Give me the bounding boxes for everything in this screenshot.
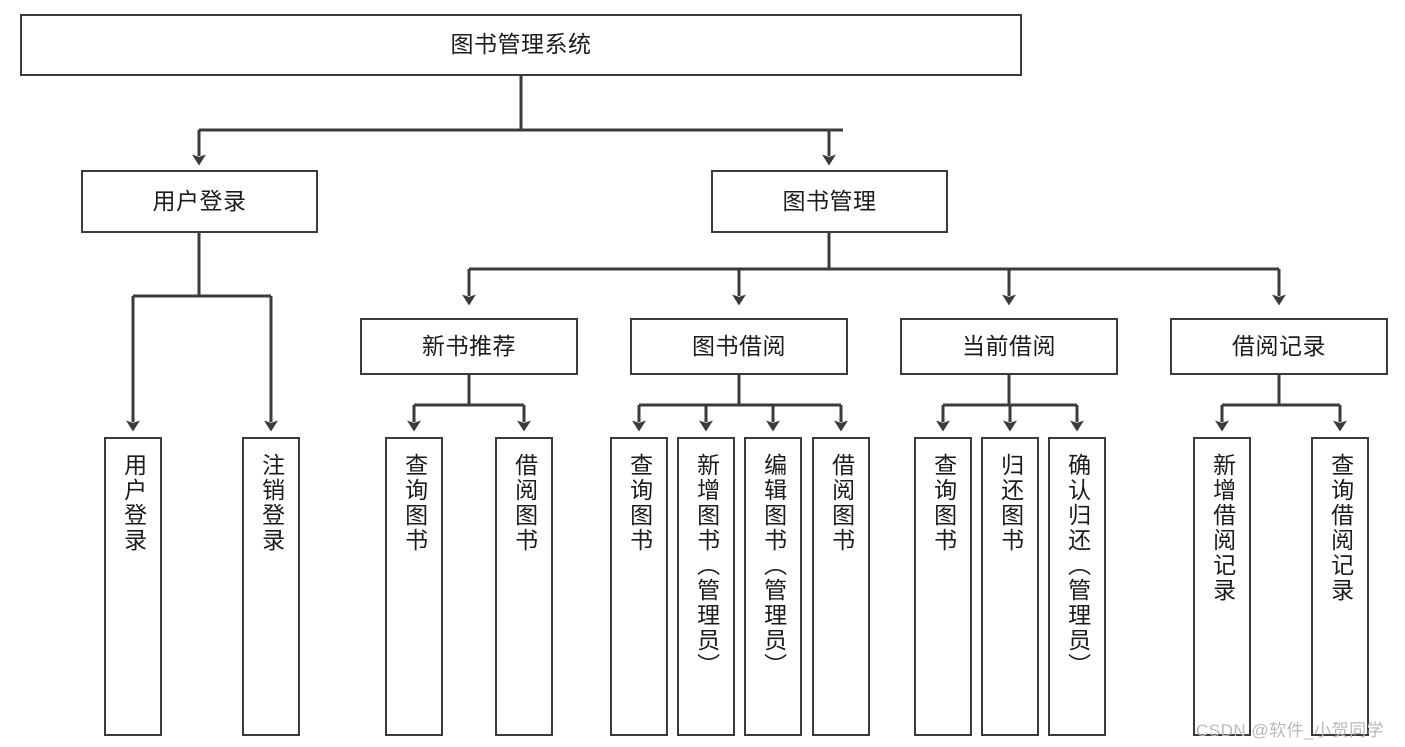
node-label: 借阅记录 xyxy=(1232,332,1326,359)
node-label: 借阅图书 xyxy=(511,453,538,553)
node-label: 图书管理 xyxy=(782,187,877,214)
leaf-add-borrow-record[interactable]: 新增借阅记录 xyxy=(1193,437,1251,736)
leaf-logout[interactable]: 注销登录 xyxy=(242,437,300,736)
node-book-management[interactable]: 图书管理 xyxy=(711,170,948,233)
node-label: 借阅图书 xyxy=(828,453,855,553)
node-label: 归还图书 xyxy=(997,453,1024,553)
leaf-query-books-current[interactable]: 查询图书 xyxy=(914,437,972,736)
node-current-borrowing[interactable]: 当前借阅 xyxy=(900,318,1118,375)
leaf-query-borrow-record[interactable]: 查询借阅记录 xyxy=(1311,437,1369,736)
node-root-library-management-system[interactable]: 图书管理系统 xyxy=(20,14,1022,76)
node-label: 查询借阅记录 xyxy=(1327,453,1354,603)
leaf-borrow-books[interactable]: 借阅图书 xyxy=(812,437,870,736)
node-user-login[interactable]: 用户登录 xyxy=(81,170,318,233)
leaf-user-login[interactable]: 用户登录 xyxy=(104,437,162,736)
leaf-confirm-return-admin[interactable]: 确认归还（管理员） xyxy=(1048,437,1106,736)
node-label: 编辑图书（管理员） xyxy=(760,453,787,678)
leaf-query-books-recommend[interactable]: 查询图书 xyxy=(385,437,443,736)
node-label: 图书借阅 xyxy=(692,332,786,359)
node-label: 当前借阅 xyxy=(962,332,1056,359)
node-new-book-recommendation[interactable]: 新书推荐 xyxy=(360,318,578,375)
leaf-add-book-admin[interactable]: 新增图书（管理员） xyxy=(677,437,735,736)
node-label: 新增借阅记录 xyxy=(1209,453,1236,603)
node-label: 查询图书 xyxy=(626,453,653,553)
node-label: 注销登录 xyxy=(258,453,285,553)
node-label: 新书推荐 xyxy=(422,332,516,359)
node-label: 新增图书（管理员） xyxy=(693,453,720,678)
node-label: 图书管理系统 xyxy=(450,31,592,58)
node-label: 用户登录 xyxy=(152,187,247,214)
node-label: 查询图书 xyxy=(401,453,428,553)
node-label: 查询图书 xyxy=(930,453,957,553)
leaf-query-books-borrow[interactable]: 查询图书 xyxy=(610,437,668,736)
leaf-return-books[interactable]: 归还图书 xyxy=(981,437,1039,736)
leaf-edit-book-admin[interactable]: 编辑图书（管理员） xyxy=(744,437,802,736)
node-label: 确认归还（管理员） xyxy=(1064,453,1091,678)
node-book-borrowing[interactable]: 图书借阅 xyxy=(630,318,848,375)
node-borrowing-records[interactable]: 借阅记录 xyxy=(1170,318,1388,375)
node-label: 用户登录 xyxy=(120,453,147,553)
leaf-borrow-books-recommend[interactable]: 借阅图书 xyxy=(495,437,553,736)
